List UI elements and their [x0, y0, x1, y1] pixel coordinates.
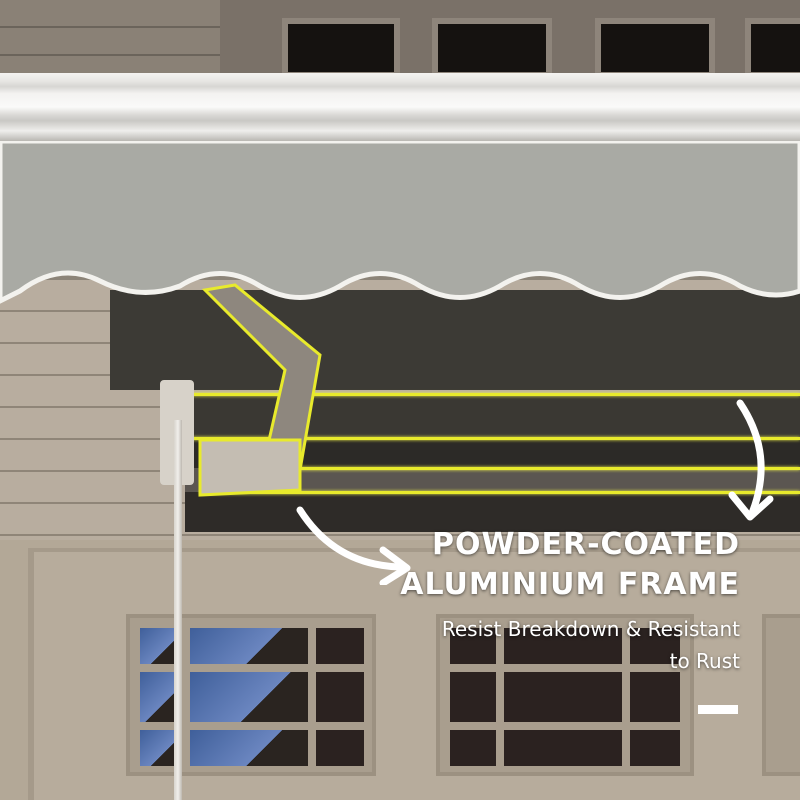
window-pane [504, 628, 622, 664]
highlight-outline [200, 491, 800, 494]
feature-subtext-line1: Resist Breakdown & Resistant [441, 617, 740, 641]
window-pane [316, 628, 364, 664]
awning-cassette [0, 73, 800, 141]
window-far-right [762, 614, 800, 776]
curved-arrow-right-icon [296, 506, 411, 585]
accent-dash [698, 705, 738, 714]
door-frame [28, 548, 800, 800]
upper-window-pane [745, 18, 800, 78]
upper-wood-siding [0, 0, 220, 75]
upper-window-pane [595, 18, 715, 78]
window-right [436, 614, 694, 776]
feature-heading-line2: ALUMINIUM FRAME [400, 567, 740, 602]
feature-subtext-line2: to Rust [669, 649, 740, 673]
upper-window-pane [432, 18, 552, 78]
window-pane [316, 672, 364, 722]
highlight-outline [190, 437, 800, 440]
feature-heading-line1: POWDER-COATED [432, 527, 740, 562]
window-pane [630, 628, 680, 664]
window-pane [190, 672, 308, 722]
window-pane [630, 730, 680, 766]
upper-window-wall [220, 0, 800, 78]
window-pane [316, 730, 364, 766]
shadow-under-frame [185, 492, 800, 532]
window-left [126, 614, 376, 776]
valance-fabric [0, 141, 800, 304]
window-pane [450, 672, 496, 722]
window-pane [504, 672, 622, 722]
window-pane [504, 730, 622, 766]
crank-handle[interactable] [174, 420, 182, 800]
window-pane [190, 730, 308, 766]
window-pane [450, 628, 496, 664]
highlight-outline [280, 467, 800, 470]
window-pane [630, 672, 680, 722]
curved-arrow-down-icon [728, 399, 774, 521]
highlight-outline [190, 393, 800, 396]
window-pane [190, 628, 308, 664]
window-pane [450, 730, 496, 766]
